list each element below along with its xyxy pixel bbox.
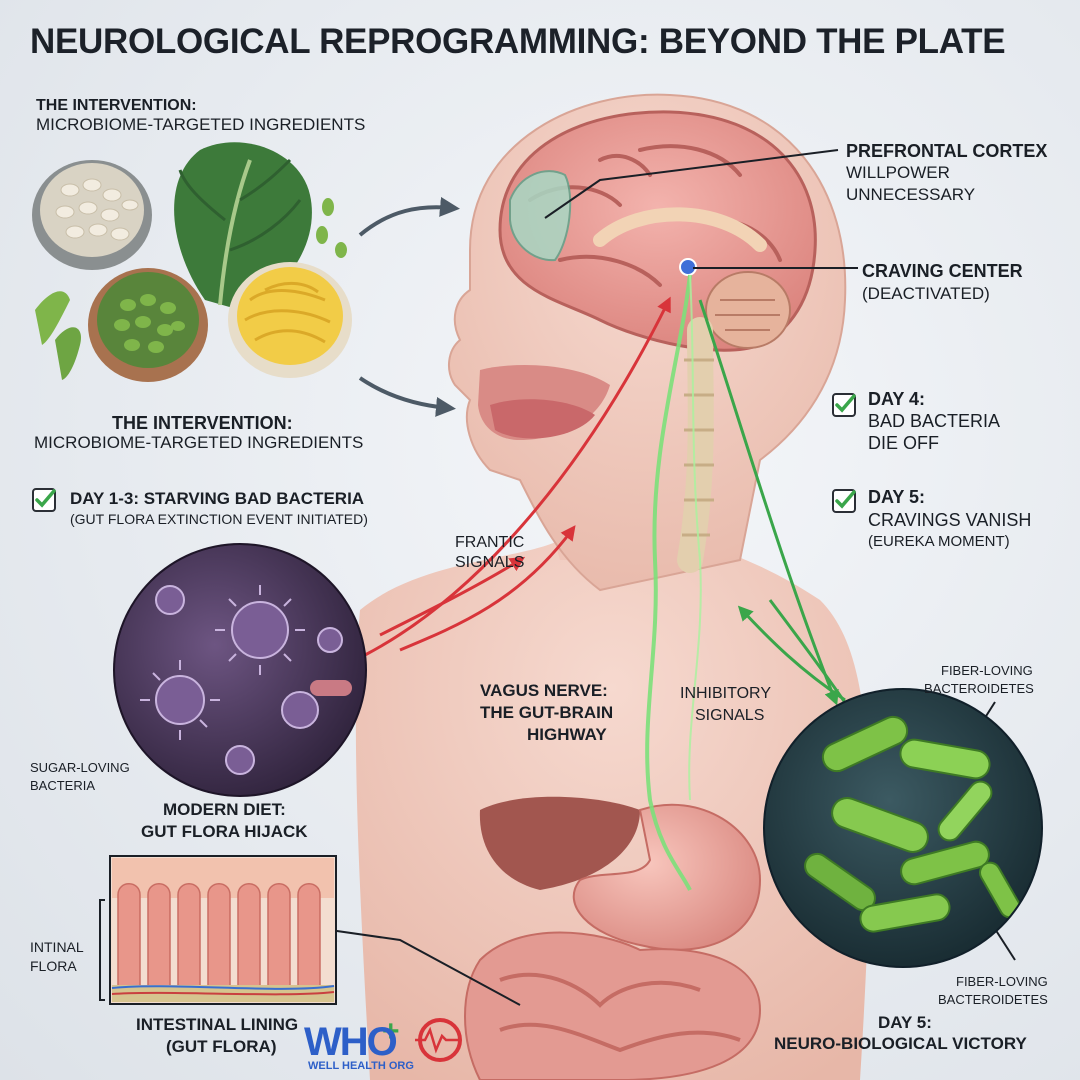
inhibitory-line1: INHIBITORY bbox=[680, 685, 771, 702]
day5-line2: (EUREKA MOMENT) bbox=[868, 533, 1010, 550]
fiber-top-line2: BACTEROIDETES bbox=[924, 681, 1034, 696]
logo-text: WELL HEALTH ORG bbox=[308, 1060, 414, 1072]
victory-line2: NEURO-BIOLOGICAL VICTORY bbox=[774, 1034, 1027, 1053]
day13-note: (GUT FLORA EXTINCTION EVENT INITIATED) bbox=[70, 511, 368, 527]
day4-label: DAY 4: bbox=[868, 389, 926, 409]
sugar-line1: SUGAR-LOVING bbox=[30, 760, 130, 775]
frantic-line2: SIGNALS bbox=[455, 554, 525, 571]
craving-title: CRAVING CENTER bbox=[862, 261, 1023, 281]
modern-diet-line2: GUT FLORA HIJACK bbox=[141, 822, 308, 841]
fiber-bottom-line1: FIBER-LOVING bbox=[956, 974, 1048, 989]
intestinal-lining-inset bbox=[109, 855, 337, 1005]
intinal-line1: INTINAL bbox=[30, 939, 84, 955]
liver bbox=[479, 796, 640, 890]
prefrontal-leader bbox=[544, 149, 839, 219]
vagus-line2: THE GUT-BRAIN bbox=[480, 703, 614, 722]
fiber-top-line1: FIBER-LOVING bbox=[941, 663, 1033, 678]
intestines bbox=[464, 931, 762, 1080]
who-logo-icon: + bbox=[382, 1015, 462, 1062]
frantic-line1: FRANTIC bbox=[455, 534, 525, 551]
intervention-mid-heading: THE INTERVENTION: bbox=[112, 413, 293, 433]
prefrontal-title: PREFRONTAL CORTEX bbox=[846, 141, 1048, 161]
good-bacteria-closeup bbox=[763, 688, 1043, 968]
logo-plus-mark: + bbox=[382, 1015, 400, 1048]
day4-line1: BAD BACTERIA bbox=[868, 411, 1001, 431]
vagus-nerve bbox=[645, 274, 692, 891]
intinal-line2: FLORA bbox=[30, 958, 77, 974]
checkbox-day4-icon bbox=[832, 393, 856, 417]
lining-line2: (GUT FLORA) bbox=[166, 1037, 277, 1056]
arrow-to-mouth bbox=[358, 376, 456, 417]
day5-label: DAY 5: bbox=[868, 487, 926, 507]
tongue bbox=[490, 399, 595, 439]
victory-line1: DAY 5: bbox=[878, 1013, 932, 1032]
inhibitory-line2: SIGNALS bbox=[695, 707, 765, 724]
day5-line1: CRAVINGS VANISH bbox=[868, 510, 1032, 530]
intervention-top-heading: THE INTERVENTION: bbox=[36, 97, 197, 114]
vagus-line3: HIGHWAY bbox=[527, 725, 607, 744]
bad-bacteria-closeup bbox=[113, 543, 367, 797]
prefrontal-cortex-region bbox=[509, 170, 572, 262]
arrow-to-brain bbox=[358, 196, 460, 237]
prefrontal-line2: UNNECESSARY bbox=[846, 185, 976, 204]
logo-mark: WHO bbox=[304, 1020, 398, 1064]
noodles-bowl bbox=[228, 262, 352, 378]
virus-cluster bbox=[155, 585, 343, 775]
rod-bacteria bbox=[804, 715, 1021, 933]
modern-diet-line1: MODERN DIET: bbox=[163, 800, 286, 819]
frantic-signal-arrow bbox=[364, 296, 671, 657]
craving-status: (DEACTIVATED) bbox=[862, 284, 990, 303]
vagus-line1: VAGUS NERVE: bbox=[480, 681, 608, 700]
intinal-bracket bbox=[99, 899, 105, 1001]
fiber-bottom-line2: BACTEROIDETES bbox=[938, 992, 1048, 1007]
torso bbox=[355, 520, 870, 1080]
intervention-mid-subheading: MICROBIOME-TARGETED INGREDIENTS bbox=[34, 433, 364, 452]
checkbox-day5-icon bbox=[832, 489, 856, 513]
checkbox-day13-icon bbox=[32, 488, 56, 512]
lining-line1: INTESTINAL LINING bbox=[136, 1015, 299, 1034]
page-title: NEUROLOGICAL REPROGRAMMING: BEYOND THE P… bbox=[30, 22, 1006, 61]
day13-label: DAY 1-3: STARVING BAD BACTERIA bbox=[70, 489, 365, 508]
prefrontal-line1: WILLPOWER bbox=[846, 163, 950, 182]
day4-line2: DIE OFF bbox=[868, 433, 939, 453]
sugar-line2: BACTERIA bbox=[30, 778, 96, 793]
cerebellum bbox=[705, 271, 791, 349]
white-beans-bowl bbox=[32, 160, 152, 270]
lining-leader bbox=[329, 929, 521, 1006]
intervention-top-subheading: MICROBIOME-TARGETED INGREDIENTS bbox=[36, 115, 366, 134]
edamame-bowl bbox=[35, 198, 347, 382]
spinal-column bbox=[677, 317, 714, 573]
